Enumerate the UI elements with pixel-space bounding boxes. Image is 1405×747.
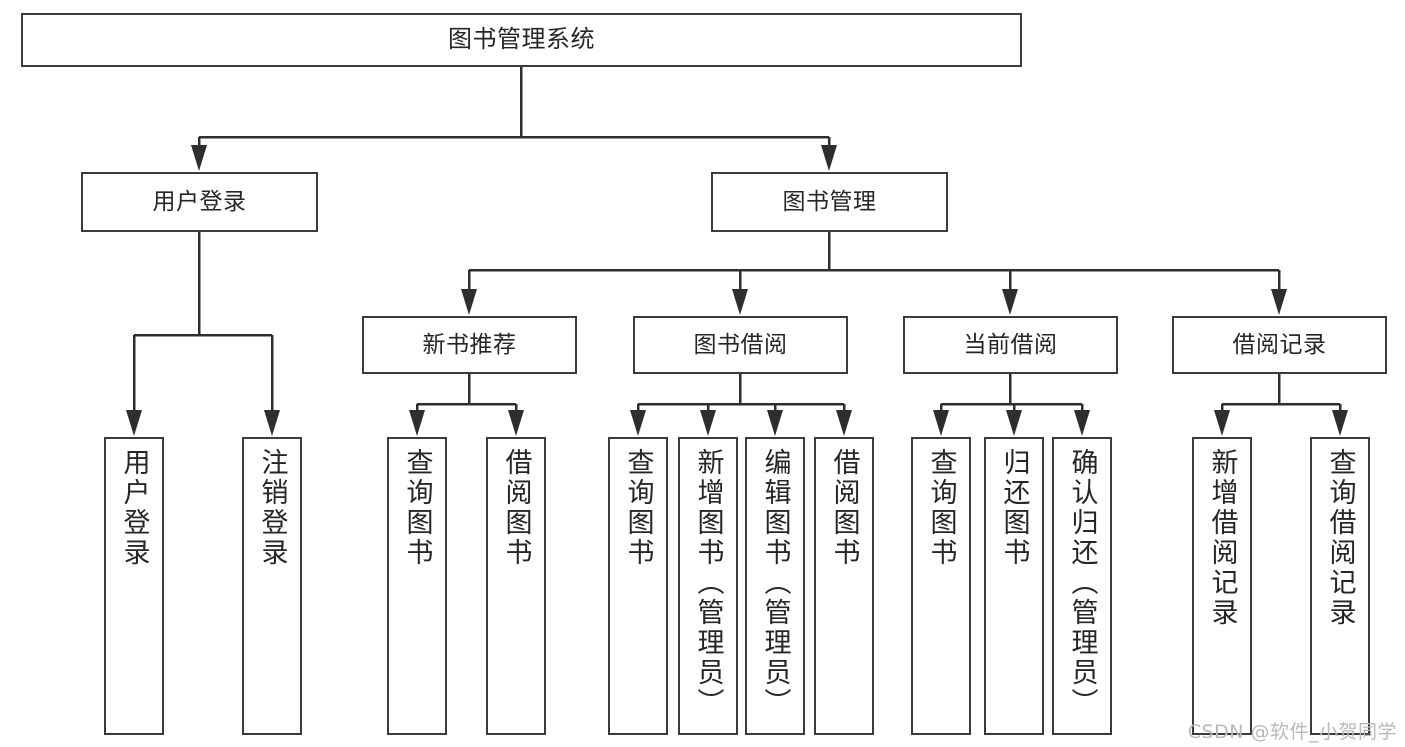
leaf-node-leaf-query-book-borrow: 查询图书 xyxy=(608,437,668,735)
node-label: 当前借阅 xyxy=(963,331,1058,358)
node-label: 借阅记录 xyxy=(1232,331,1327,358)
arrowhead-icon-root-arrow-1 xyxy=(191,145,207,171)
leaf-node-leaf-query-book-rec: 查询图书 xyxy=(387,437,447,735)
leaf-node-leaf-borrow-book: 借阅图书 xyxy=(814,437,874,735)
node-book-management: 图书管理 xyxy=(711,172,948,232)
arrowhead-icon-mgmt-arrow-3 xyxy=(1002,289,1018,315)
arrowhead-icon-login-arrow-1 xyxy=(126,410,142,436)
node-label: 编辑图书（管理员） xyxy=(759,448,791,718)
leaf-node-leaf-return-book: 归还图书 xyxy=(984,437,1044,735)
leaf-node-leaf-borrow-book-rec: 借阅图书 xyxy=(486,437,546,735)
leaf-node-leaf-user-login: 用户登录 xyxy=(104,437,164,735)
arrowhead-icon-cur-arrow-3 xyxy=(1074,410,1090,436)
arrowhead-icon-rec-arrow-1 xyxy=(409,410,425,436)
arrowhead-icon-borrow-arrow-3 xyxy=(767,410,783,436)
node-label: 查询借阅记录 xyxy=(1324,448,1356,628)
node-label: 查询图书 xyxy=(622,448,654,568)
arrowhead-icon-root-arrow-2 xyxy=(821,145,837,171)
node-current-borrow: 当前借阅 xyxy=(903,316,1118,374)
arrowhead-icon-borrow-arrow-2 xyxy=(700,410,716,436)
leaf-node-leaf-query-book-current: 查询图书 xyxy=(911,437,971,735)
leaf-node-leaf-query-record: 查询借阅记录 xyxy=(1310,437,1370,735)
arrowhead-icon-cur-arrow-1 xyxy=(933,410,949,436)
node-new-book-recommend: 新书推荐 xyxy=(362,316,577,374)
node-label: 注销登录 xyxy=(256,448,288,568)
node-label: 新增图书（管理员） xyxy=(692,448,724,718)
arrowhead-icon-mgmt-arrow-1 xyxy=(461,289,477,315)
node-label: 归还图书 xyxy=(998,448,1030,568)
arrowhead-icon-login-arrow-2 xyxy=(264,410,280,436)
node-label: 借阅图书 xyxy=(828,448,860,568)
node-book-borrow: 图书借阅 xyxy=(633,316,848,374)
node-label: 新增借阅记录 xyxy=(1206,448,1238,628)
leaf-node-leaf-add-record: 新增借阅记录 xyxy=(1192,437,1252,735)
arrowhead-icon-borrow-arrow-1 xyxy=(630,410,646,436)
arrowhead-icon-mgmt-arrow-4 xyxy=(1271,289,1287,315)
arrowhead-icon-cur-arrow-2 xyxy=(1006,410,1022,436)
watermark-text: CSDN @软件_小贺同学 xyxy=(1187,721,1397,743)
arrowhead-icon-mgmt-arrow-2 xyxy=(732,289,748,315)
leaf-node-leaf-logout: 注销登录 xyxy=(242,437,302,735)
leaf-node-leaf-confirm-return: 确认归还（管理员） xyxy=(1052,437,1112,735)
arrowhead-icon-rec-arrow-2 xyxy=(508,410,524,436)
arrowhead-icon-log-arrow-2 xyxy=(1332,410,1348,436)
node-label: 确认归还（管理员） xyxy=(1066,448,1098,718)
leaf-node-leaf-edit-book: 编辑图书（管理员） xyxy=(745,437,805,735)
node-borrow-record: 借阅记录 xyxy=(1172,316,1387,374)
node-label: 用户登录 xyxy=(152,188,247,215)
node-label: 借阅图书 xyxy=(500,448,532,568)
node-label: 图书管理 xyxy=(782,188,877,215)
node-label: 图书借阅 xyxy=(693,331,788,358)
arrowhead-icon-borrow-arrow-4 xyxy=(836,410,852,436)
node-label: 新书推荐 xyxy=(422,331,517,358)
arrowhead-icon-log-arrow-1 xyxy=(1214,410,1230,436)
leaf-node-leaf-add-book: 新增图书（管理员） xyxy=(678,437,738,735)
node-label: 图书管理系统 xyxy=(448,25,595,54)
node-user-login: 用户登录 xyxy=(81,172,318,232)
root-node-root: 图书管理系统 xyxy=(21,13,1022,67)
node-label: 用户登录 xyxy=(118,448,150,568)
node-label: 查询图书 xyxy=(925,448,957,568)
node-label: 查询图书 xyxy=(401,448,433,568)
